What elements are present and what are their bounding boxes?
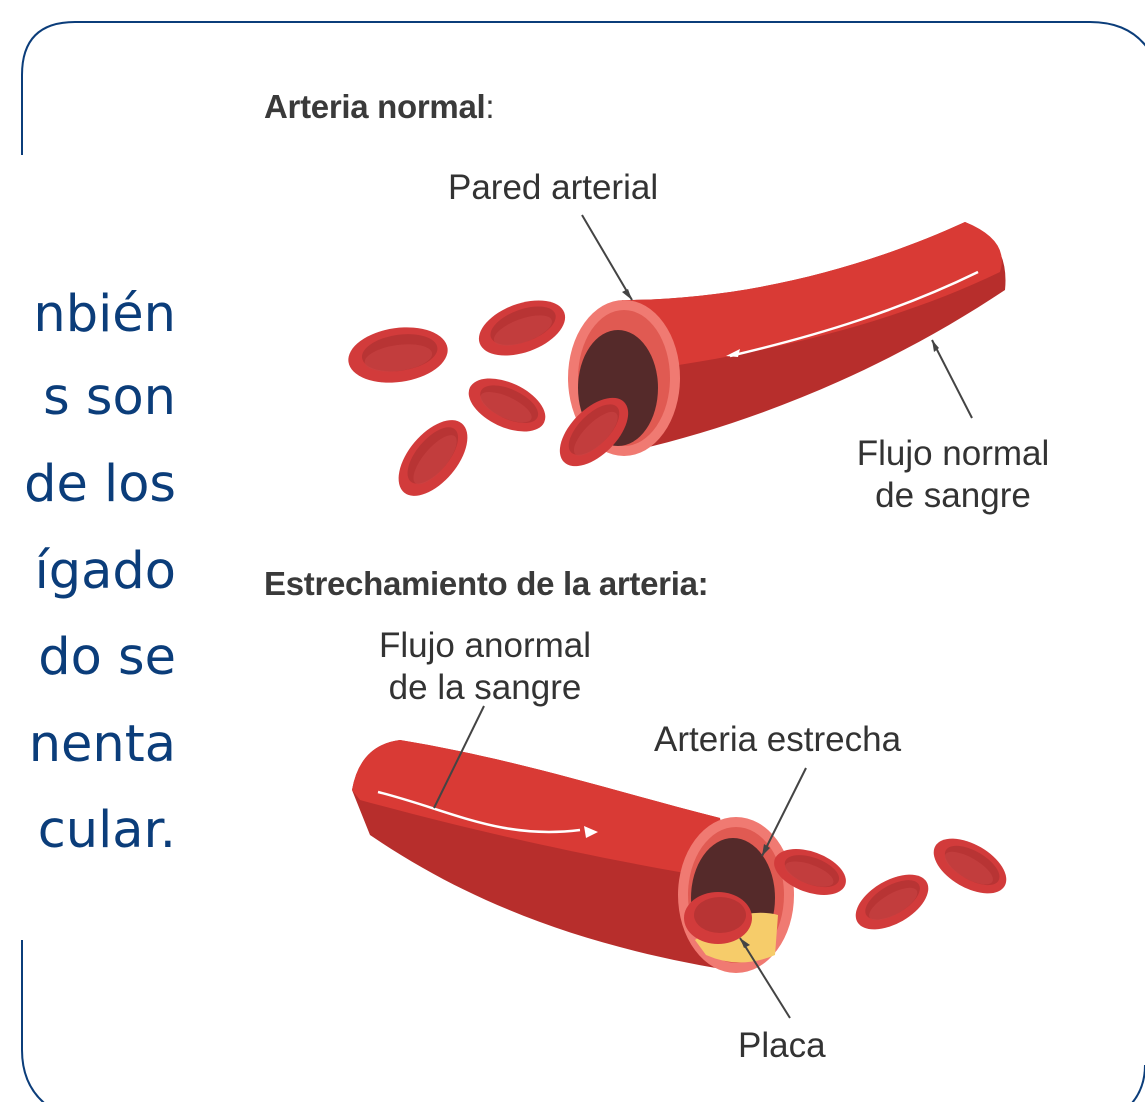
heading-normal-bold: Arteria normal <box>264 88 486 125</box>
label-plaque: Placa <box>738 1026 826 1065</box>
blood-cell <box>924 827 1016 905</box>
label-arterial-wall: Pared arterial <box>448 168 659 207</box>
body-text-line-2: s son <box>43 368 176 427</box>
narrowed-artery <box>352 740 794 973</box>
body-text-line-6: nenta <box>28 715 176 774</box>
body-text-line-1: nbién <box>33 285 176 344</box>
heading-narrow-artery: Estrechamiento de la arteria: <box>264 565 709 602</box>
normal-artery <box>568 222 1006 456</box>
body-text-line-7: cular. <box>37 801 176 860</box>
label-normal-flow-2: de sangre <box>875 476 1031 515</box>
blood-cell <box>385 407 481 509</box>
label-abnormal-flow-2: de la sangre <box>388 668 582 707</box>
heading-normal-colon: : <box>485 88 495 125</box>
heading-normal-artery: Arteria normal: <box>264 88 495 126</box>
blood-cell <box>471 289 573 367</box>
body-text-line-4: ígado <box>34 542 176 601</box>
label-narrow-artery: Arteria estrecha <box>654 720 902 759</box>
blood-cell <box>344 321 452 389</box>
label-abnormal-flow-1: Flujo anormal <box>378 626 592 665</box>
body-text-line-5: do se <box>38 628 176 687</box>
body-text-line-3: de los <box>24 455 176 514</box>
blood-cell <box>846 863 938 941</box>
blood-cell <box>460 367 554 443</box>
label-normal-flow-1: Flujo normal <box>856 434 1050 473</box>
